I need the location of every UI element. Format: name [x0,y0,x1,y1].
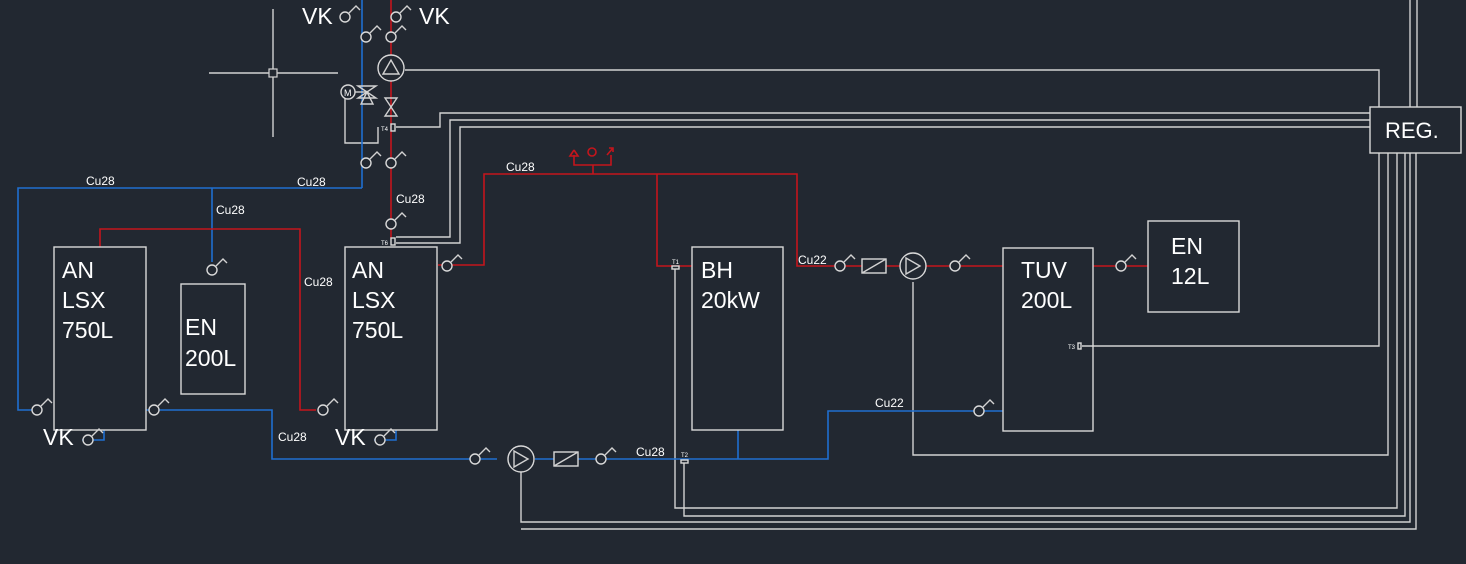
tank-en-200: EN 200L [180,283,246,395]
tank-en-200-label-b: 200L [185,345,236,371]
vk-label-top-left: VK [302,3,333,29]
tank-bh: BH 20kW [691,246,784,431]
ball-valve-icon [595,447,617,465]
pump-icon [377,54,405,82]
flow-pipes [99,0,1148,411]
vk-label-bottom-right: VK [335,424,366,450]
pump-icon [899,252,927,280]
pipe-label: Cu22 [798,253,827,267]
pipe-labels: Cu28 Cu28 Cu28 Cu28 Cu28 Cu28 Cu28 Cu28 … [86,160,904,459]
pipe-label: Cu28 [297,175,326,189]
check-valve-icon [383,97,399,117]
tank-lsx-2-label-c: 750L [352,317,403,343]
ball-valve-icon [1115,254,1137,272]
ball-valve-icon [441,254,463,272]
filter-icon [553,451,579,467]
tank-en-200-label-a: EN [185,314,217,340]
tank-tuv-label-a: TUV [1021,257,1068,283]
ball-valve-icon [390,5,412,23]
tank-en-12-label-a: EN [1171,233,1203,259]
ball-valve-icon [360,151,382,169]
ball-valve-icon [385,25,407,43]
sensor-t6: T6 [381,237,396,247]
tank-tuv-label-b: 200L [1021,287,1072,313]
sensor-t1-label: T1 [672,260,680,266]
tank-lsx-2: AN LSX 750L [344,246,438,431]
tank-tuv: TUV 200L [1002,247,1094,432]
tank-en-12-label-b: 12L [1171,263,1210,289]
mixing-valve-icon: M [340,84,379,105]
pipe-label: Cu28 [396,192,425,206]
controller-reg-label: REG. [1385,118,1439,143]
ball-valve-icon [834,254,856,272]
sensor-t6-label: T6 [381,241,389,247]
pipe-label: Cu28 [278,430,307,444]
pump-icon [507,445,535,473]
tank-lsx-1-label-a: AN [62,257,94,283]
ball-valve-icon [360,25,382,43]
sensor-t3-label: T3 [1068,345,1076,351]
ball-valve-icon [385,212,407,230]
tank-lsx-2-label-b: LSX [352,287,395,313]
tank-lsx-2-label-a: AN [352,257,384,283]
sensor-t2: T2 [680,453,689,464]
ball-valve-icon [469,447,491,465]
sensor-t4-label: T4 [381,127,389,133]
ball-valve-icon [31,398,53,416]
sensor-t1: T1 [671,260,680,270]
tank-lsx-1-label-c: 750L [62,317,113,343]
tank-bh-label-a: BH [701,257,733,283]
pipe-label: Cu28 [304,275,333,289]
motor-label: M [344,88,352,98]
pipe-label: Cu28 [216,203,245,217]
controller-reg: REG. [1369,106,1462,154]
tank-en-12: EN 12L [1147,220,1240,313]
tank-lsx-1: AN LSX 750L [53,246,147,431]
pipe-label: Cu28 [506,160,535,174]
ball-valve-icon [317,398,339,416]
ball-valve-icon [148,398,170,416]
vk-label-bottom-left: VK [43,424,74,450]
sensor-t2-label: T2 [681,453,689,459]
sensor-t4: T4 [381,123,396,133]
vk-label-top-right: VK [419,3,450,29]
ball-valve-icon [206,258,228,276]
tank-bh-label-b: 20kW [701,287,760,313]
valves-group: VK VK VK VK [31,3,1137,473]
ball-valve-icon [973,399,995,417]
ball-valve-icon [339,5,361,23]
crosshair-cursor-icon [209,9,338,137]
filter-icon [861,258,887,274]
pipe-label: Cu22 [875,396,904,410]
ball-valve-icon [949,254,971,272]
control-cables [344,0,1418,530]
pipe-label: Cu28 [636,445,665,459]
sensor-t3: T3 [1068,342,1082,351]
ball-valve-icon [82,428,104,446]
ball-valve-icon [374,428,396,446]
ball-valve-icon [385,151,407,169]
pipe-label: Cu28 [86,174,115,188]
tank-lsx-1-label-b: LSX [62,287,105,313]
